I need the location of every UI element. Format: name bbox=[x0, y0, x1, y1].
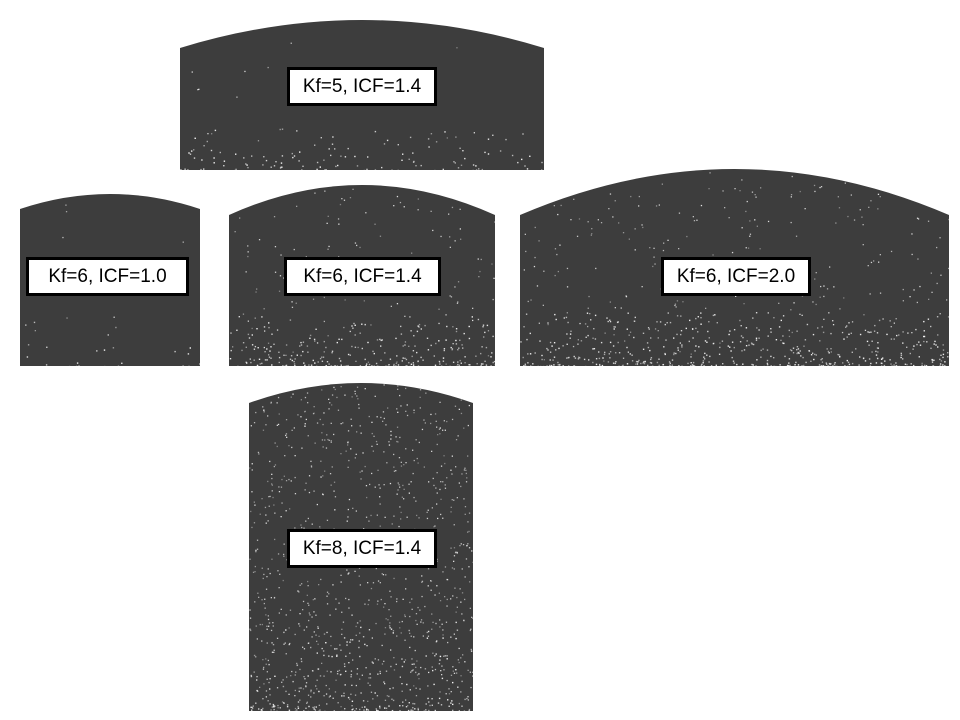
label-kf6-icf2-0: Kf=6, ICF=2.0 bbox=[661, 257, 811, 296]
label-kf5-icf1-4: Kf=5, ICF=1.4 bbox=[287, 67, 437, 106]
particle-speckle bbox=[25, 204, 202, 368]
label-kf8-icf1-4: Kf=8, ICF=1.4 bbox=[287, 529, 437, 568]
label-kf6-icf1-4: Kf=6, ICF=1.4 bbox=[284, 257, 441, 296]
particle-speckle bbox=[180, 42, 543, 172]
particle-speckle bbox=[249, 384, 475, 713]
particle-speckle bbox=[229, 188, 496, 368]
label-kf6-icf1-0: Kf=6, ICF=1.0 bbox=[26, 257, 189, 296]
